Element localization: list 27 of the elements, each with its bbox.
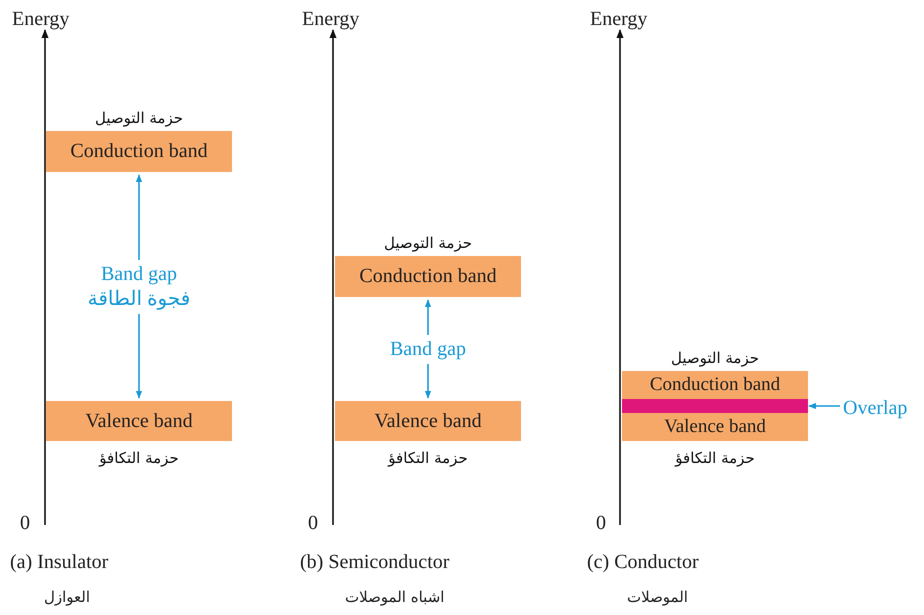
panel-caption: العوازل [44,588,90,606]
axis-label: Energy [590,8,648,31]
energy-band: Conduction band [622,371,808,399]
panel-caption: (b) Semiconductor [300,551,450,574]
axis-origin-label: 0 [596,512,606,535]
arrow [808,402,840,410]
energy-band: Valence band [335,401,521,441]
energy-band: Valence band [46,401,232,441]
axis-origin-label: 0 [20,512,30,535]
energy-band: Conduction band [335,256,521,297]
band-label: حزمة التكافؤ [386,449,469,467]
overlap-bar [622,399,808,413]
panel-caption: اشباه الموصلات [345,588,444,606]
axis-label: Energy [302,8,360,31]
panel-caption: الموصلات [627,588,688,606]
energy-band: Conduction band [46,131,232,172]
band-label: حزمة التوصيل [382,234,474,252]
callout-text: Overlap [843,397,908,420]
panel-caption: (a) Insulator [10,551,108,574]
panel-caption: (c) Conductor [587,551,699,574]
band-label: حزمة التوصيل [670,349,760,367]
axis-label: Energy [12,8,70,31]
axis-origin-label: 0 [308,512,318,535]
band-label: حزمة التوصيل [94,109,184,127]
band-label: حزمة التكافؤ [98,449,180,467]
band-label: حزمة التكافؤ [674,449,756,467]
energy-band: Valence band [622,413,808,441]
